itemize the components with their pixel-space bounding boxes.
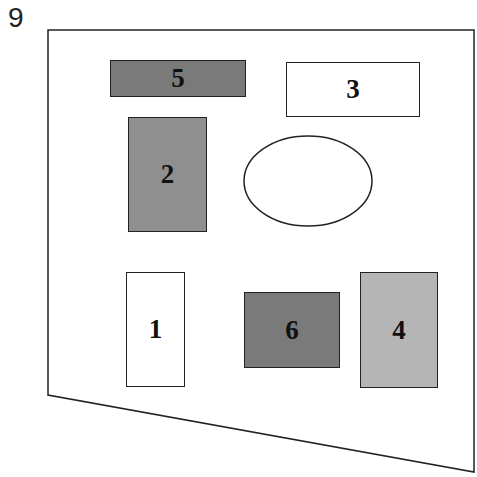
block-number: 2: [161, 161, 175, 188]
site-outline: [48, 30, 474, 472]
numbered-block: 3: [286, 62, 420, 117]
figure-number: 9: [8, 4, 24, 32]
numbered-block: 4: [360, 272, 438, 388]
numbered-block: 6: [244, 292, 340, 368]
numbered-block: 5: [110, 60, 246, 97]
numbered-block: 1: [126, 272, 185, 387]
block-number: 1: [149, 316, 163, 343]
block-number: 3: [346, 76, 360, 103]
block-number: 5: [171, 65, 185, 92]
oval-shape: [244, 136, 372, 226]
numbered-block: 2: [128, 117, 207, 232]
block-number: 6: [285, 317, 299, 344]
block-number: 4: [392, 317, 406, 344]
